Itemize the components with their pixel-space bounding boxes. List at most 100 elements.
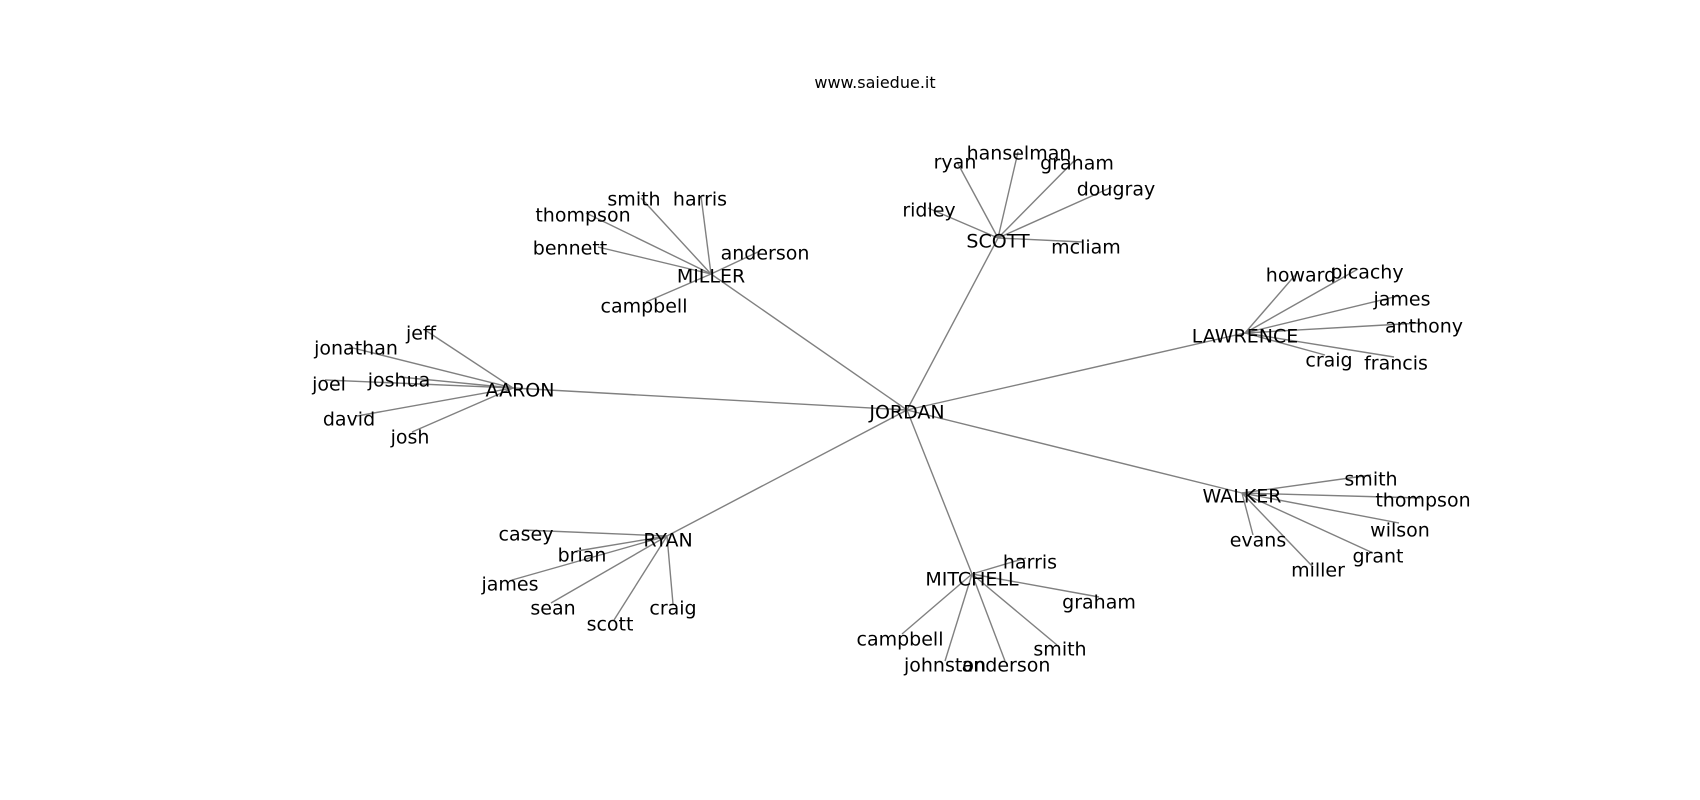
leaf-node-label-smith: smith: [607, 189, 660, 211]
edge-walker-thompson: [1241, 492, 1421, 499]
leaf-node-label-mcliam: mcliam: [1051, 237, 1121, 259]
edge-ryan-sean: [550, 535, 668, 604]
edge-center-miller: [710, 273, 908, 411]
hub-node-label-aaron: AARON: [486, 380, 555, 402]
leaf-node-label-david: david: [323, 409, 375, 431]
edge-walker-wilson: [1241, 492, 1400, 524]
edge-ryan-james: [511, 535, 668, 581]
leaf-node-label-anthony: anthony: [1385, 316, 1463, 338]
leaf-node-label-smith: smith: [1344, 469, 1397, 491]
leaf-node-label-anderson: anderson: [962, 655, 1051, 677]
edge-scott-dougray: [997, 186, 1113, 239]
edge-miller-campbell: [645, 273, 712, 303]
leaf-node-label-ridley: ridley: [902, 200, 955, 222]
leaf-node-label-johnston: johnston: [903, 655, 986, 677]
edge-center-mitchell: [906, 409, 973, 575]
edge-walker-smith: [1241, 474, 1372, 494]
edge-center-walker: [906, 409, 1243, 494]
graph-edges: [324, 151, 1421, 662]
edge-miller-thompson: [585, 212, 712, 275]
hub-node-label-walker: WALKER: [1203, 486, 1282, 508]
leaf-node-label-jonathan: jonathan: [313, 338, 398, 360]
hub-node-label-ryan: RYAN: [643, 530, 692, 552]
edge-ryan-craig: [666, 535, 674, 605]
leaf-node-label-craig: craig: [649, 598, 696, 620]
edge-miller-bennett: [597, 246, 712, 275]
leaf-node-label-hanselman: hanselman: [967, 143, 1072, 165]
edge-mitchell-anderson: [971, 573, 1006, 662]
leaf-node-label-joel: joel: [311, 374, 346, 396]
edge-walker-miller: [1241, 492, 1314, 568]
leaf-node-label-casey: casey: [499, 524, 554, 546]
edge-lawrence-james: [1244, 295, 1399, 334]
edge-center-scott: [906, 237, 999, 411]
edge-mitchell-harris: [971, 557, 1027, 575]
leaf-node-label-graham: graham: [1062, 592, 1136, 614]
leaf-node-label-ryan: ryan: [934, 152, 977, 174]
edge-lawrence-anthony: [1244, 322, 1421, 334]
caption: www.saiedue.it: [814, 73, 935, 92]
leaf-node-label-dougray: dougray: [1077, 179, 1156, 201]
leaf-node-label-harris: harris: [1003, 552, 1057, 574]
leaf-node-label-campbell: campbell: [857, 629, 944, 651]
edge-lawrence-picachy: [1244, 268, 1359, 334]
edge-ryan-brian: [576, 535, 668, 552]
edge-aaron-jonathan: [348, 346, 514, 389]
leaf-node-label-joshua: joshua: [367, 370, 431, 392]
edge-mitchell-johnston: [944, 573, 973, 662]
edge-aaron-josh: [411, 387, 514, 433]
leaf-node-label-james: james: [480, 574, 538, 596]
leaf-node-label-graham: graham: [1040, 153, 1114, 175]
leaf-node-label-miller: miller: [1291, 560, 1345, 582]
edge-ryan-casey: [522, 529, 668, 537]
edge-center-aaron: [512, 387, 908, 411]
hub-node-label-lawrence: LAWRENCE: [1192, 326, 1298, 348]
edge-miller-smith: [640, 197, 712, 275]
edge-scott-graham: [997, 160, 1075, 239]
edge-walker-evans: [1241, 492, 1254, 536]
leaf-node-label-wilson: wilson: [1370, 520, 1430, 542]
hub-node-label-miller: MILLER: [677, 266, 745, 288]
edge-aaron-david: [356, 387, 514, 417]
leaf-node-label-james: james: [1372, 289, 1430, 311]
edge-scott-hanselman: [997, 151, 1019, 239]
edge-lawrence-craig: [1244, 332, 1326, 356]
edge-aaron-joel: [324, 379, 514, 389]
edge-miller-harris: [700, 195, 712, 275]
edge-mitchell-graham: [971, 573, 1100, 598]
edge-center-ryan: [666, 409, 908, 537]
leaf-node-label-picachy: picachy: [1330, 262, 1403, 284]
hub-node-label-mitchell: MITCHELL: [925, 569, 1019, 591]
leaf-node-label-evans: evans: [1230, 530, 1287, 552]
edge-scott-ryan: [956, 161, 999, 239]
hub-node-label-scott: SCOTT: [966, 231, 1030, 253]
leaf-node-label-smith: smith: [1033, 639, 1086, 661]
edge-lawrence-francis: [1244, 332, 1395, 358]
leaf-node-label-anderson: anderson: [721, 243, 810, 265]
center-node-label: JORDAN: [868, 402, 944, 424]
edge-aaron-jeff: [424, 329, 514, 389]
edge-center-lawrence: [906, 332, 1246, 411]
leaf-node-label-josh: josh: [390, 427, 430, 449]
edge-scott-mcliam: [997, 237, 1084, 243]
edge-scott-ridley: [927, 207, 999, 239]
edge-mitchell-smith: [971, 573, 1058, 646]
edge-ryan-scott: [613, 535, 668, 621]
edge-mitchell-campbell: [901, 573, 973, 635]
edge-walker-grant: [1241, 492, 1374, 554]
leaf-node-label-campbell: campbell: [601, 296, 688, 318]
edge-miller-anderson: [710, 250, 761, 275]
leaf-node-label-brian: brian: [558, 545, 607, 567]
leaf-node-label-grant: grant: [1352, 546, 1403, 568]
leaf-node-label-francis: francis: [1364, 353, 1428, 375]
leaf-node-label-scott: scott: [587, 614, 634, 636]
edge-aaron-joshua: [399, 376, 514, 389]
leaf-node-label-craig: craig: [1305, 350, 1352, 372]
edge-lawrence-howard: [1244, 272, 1298, 334]
leaf-node-label-howard: howard: [1266, 265, 1336, 287]
leaf-node-label-jeff: jeff: [405, 323, 437, 345]
leaf-node-label-sean: sean: [530, 598, 575, 620]
leaf-node-label-bennett: bennett: [533, 238, 607, 260]
